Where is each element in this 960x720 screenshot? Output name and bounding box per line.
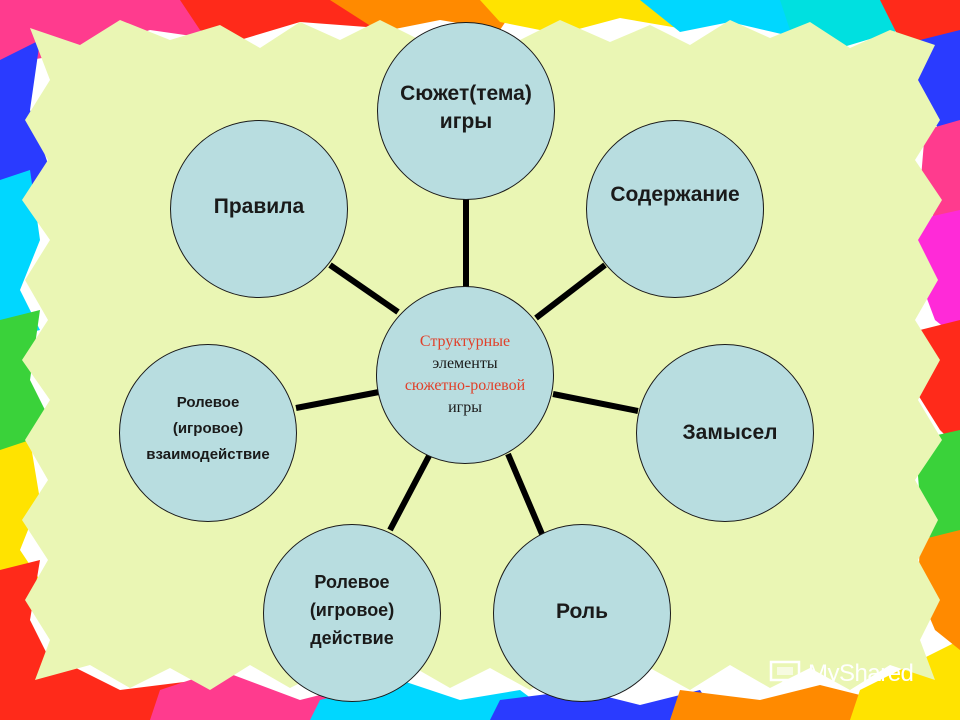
- node-role-action-line-3: действие: [310, 628, 394, 648]
- presentation-board-icon: [769, 660, 801, 689]
- center-line-4: игры: [448, 399, 482, 416]
- node-role-action-line-1: Ролевое: [314, 572, 390, 592]
- watermark-text: MyShared: [808, 660, 914, 687]
- center-line-1: Структурные: [419, 333, 511, 350]
- node-plot-line-2: игры: [439, 110, 493, 133]
- watermark: MyShared: [768, 656, 914, 692]
- node-role-action-label: Ролевое (игровое) действие: [310, 568, 394, 652]
- connector-role-interaction: [295, 389, 380, 411]
- node-role-label: Роль: [555, 600, 609, 623]
- node-role-interaction-line-1: Ролевое: [176, 394, 240, 411]
- node-intent-label: Замысел: [682, 421, 778, 444]
- node-plot-label: Сюжет(тема) игры: [400, 80, 532, 136]
- node-rules-label: Правила: [213, 195, 305, 218]
- node-content: Содержание: [586, 120, 764, 298]
- center-line-3: сюжетно-ролевой: [404, 377, 526, 394]
- center-node: Структурные элементы сюжетно-ролевой игр…: [376, 286, 554, 464]
- connector-content: [534, 262, 607, 321]
- connectors: [295, 198, 639, 536]
- node-role-action-line-2: (игровое): [309, 600, 395, 620]
- node-role-interaction: Ролевое (игровое) взаимодействие: [119, 344, 297, 522]
- node-role-interaction-line-2: (игровое): [172, 420, 244, 437]
- center-line-2: элементы: [432, 355, 498, 372]
- node-role-interaction-line-3: взаимодействие: [146, 446, 270, 463]
- node-role: Роль: [493, 524, 671, 702]
- node-rules: Правила: [170, 120, 348, 298]
- node-intent: Замысел: [636, 344, 814, 522]
- connector-role: [505, 452, 545, 536]
- node-role-action: Ролевое (игровое) действие: [263, 524, 441, 702]
- node-plot-line-1: Сюжет(тема): [400, 82, 532, 105]
- connector-intent: [552, 391, 639, 414]
- node-content-label: Содержание: [610, 183, 740, 206]
- node-role-interaction-label: Ролевое (игровое) взаимодействие: [146, 390, 269, 468]
- connector-role-action: [387, 452, 433, 532]
- node-plot: Сюжет(тема) игры: [377, 22, 555, 200]
- connector-rules: [328, 262, 400, 315]
- center-label: Структурные элементы сюжетно-ролевой игр…: [405, 331, 525, 419]
